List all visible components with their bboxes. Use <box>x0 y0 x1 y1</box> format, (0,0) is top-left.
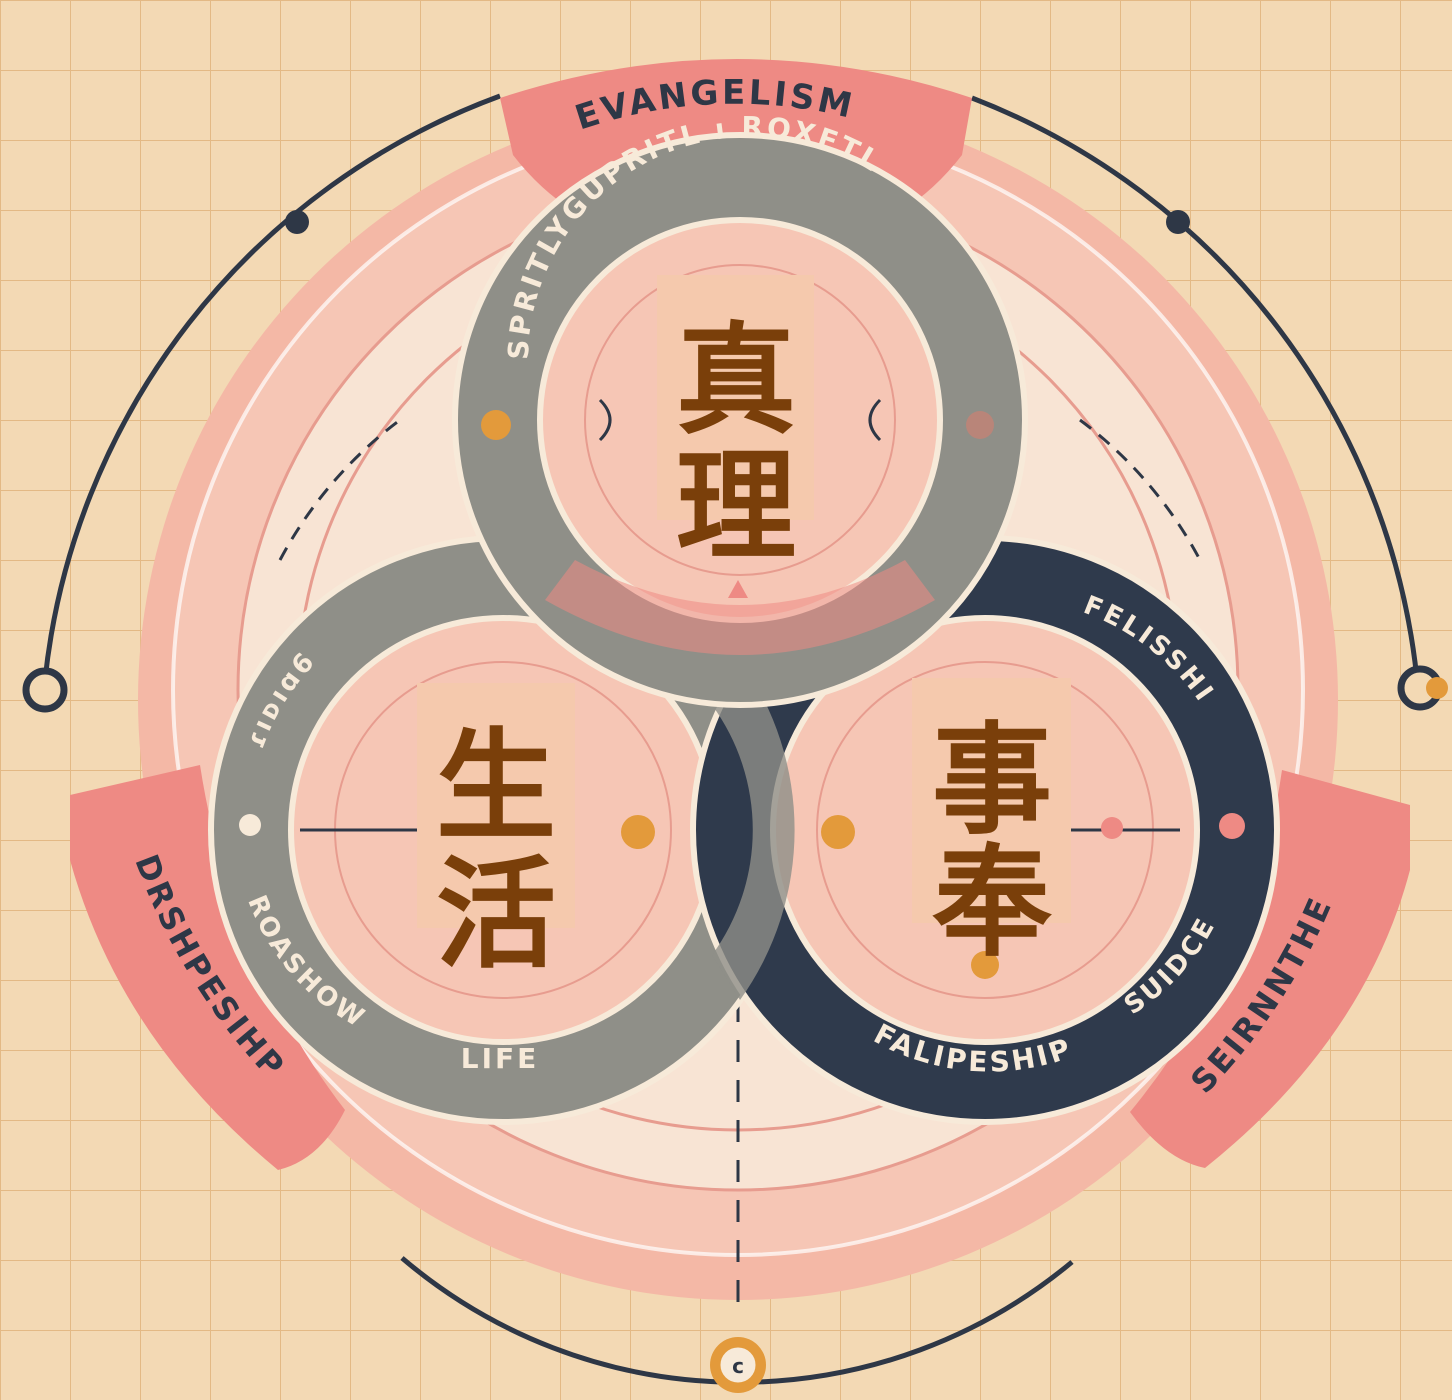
left-ring-label-life: LIFE <box>461 1042 540 1075</box>
right-center-dot <box>821 815 855 849</box>
circle-label-top-line1: 真 <box>676 312 796 451</box>
top-ring-dot-left <box>481 410 511 440</box>
top-ring-lower-overlap <box>545 560 935 655</box>
circle-label-right-box <box>912 678 1071 923</box>
bottom-marker-label: c <box>732 1354 744 1378</box>
node-ring-right-accent <box>1426 677 1448 699</box>
right-ring-dot <box>1219 813 1245 839</box>
inner-detail-lines <box>300 398 1180 832</box>
circle-label-top-box <box>657 275 814 520</box>
left-banner <box>70 765 345 1170</box>
left-center-dot <box>621 815 655 849</box>
circle-label-right-line1: 事 <box>932 712 1052 851</box>
circle-label-top: 真 理 <box>657 275 814 577</box>
right-banner <box>1130 770 1410 1168</box>
circle-label-left-box <box>417 683 575 928</box>
node-ring-left <box>22 667 68 713</box>
top-ring-dot-right <box>966 411 994 439</box>
left-ring-front-arc <box>712 660 795 1000</box>
center-arrow-marker <box>728 580 748 598</box>
right-inner-dot <box>1101 817 1123 839</box>
circle-label-top-line2: 理 <box>676 438 796 577</box>
circle-label-right: 事 奉 <box>912 678 1071 973</box>
circle-label-left-line2: 活 <box>436 846 556 985</box>
top-ring-core <box>584 264 896 576</box>
left-ring-dot <box>239 814 261 836</box>
node-dot-upper-left <box>285 210 309 234</box>
right-lower-dot <box>971 951 999 979</box>
node-dot-upper-right <box>1166 210 1190 234</box>
circle-label-right-line2: 奉 <box>932 834 1053 973</box>
bottom-marker-inner <box>717 1344 759 1386</box>
circle-label-left-line1: 生 <box>436 718 556 857</box>
circle-label-left: 生 活 <box>417 683 575 985</box>
